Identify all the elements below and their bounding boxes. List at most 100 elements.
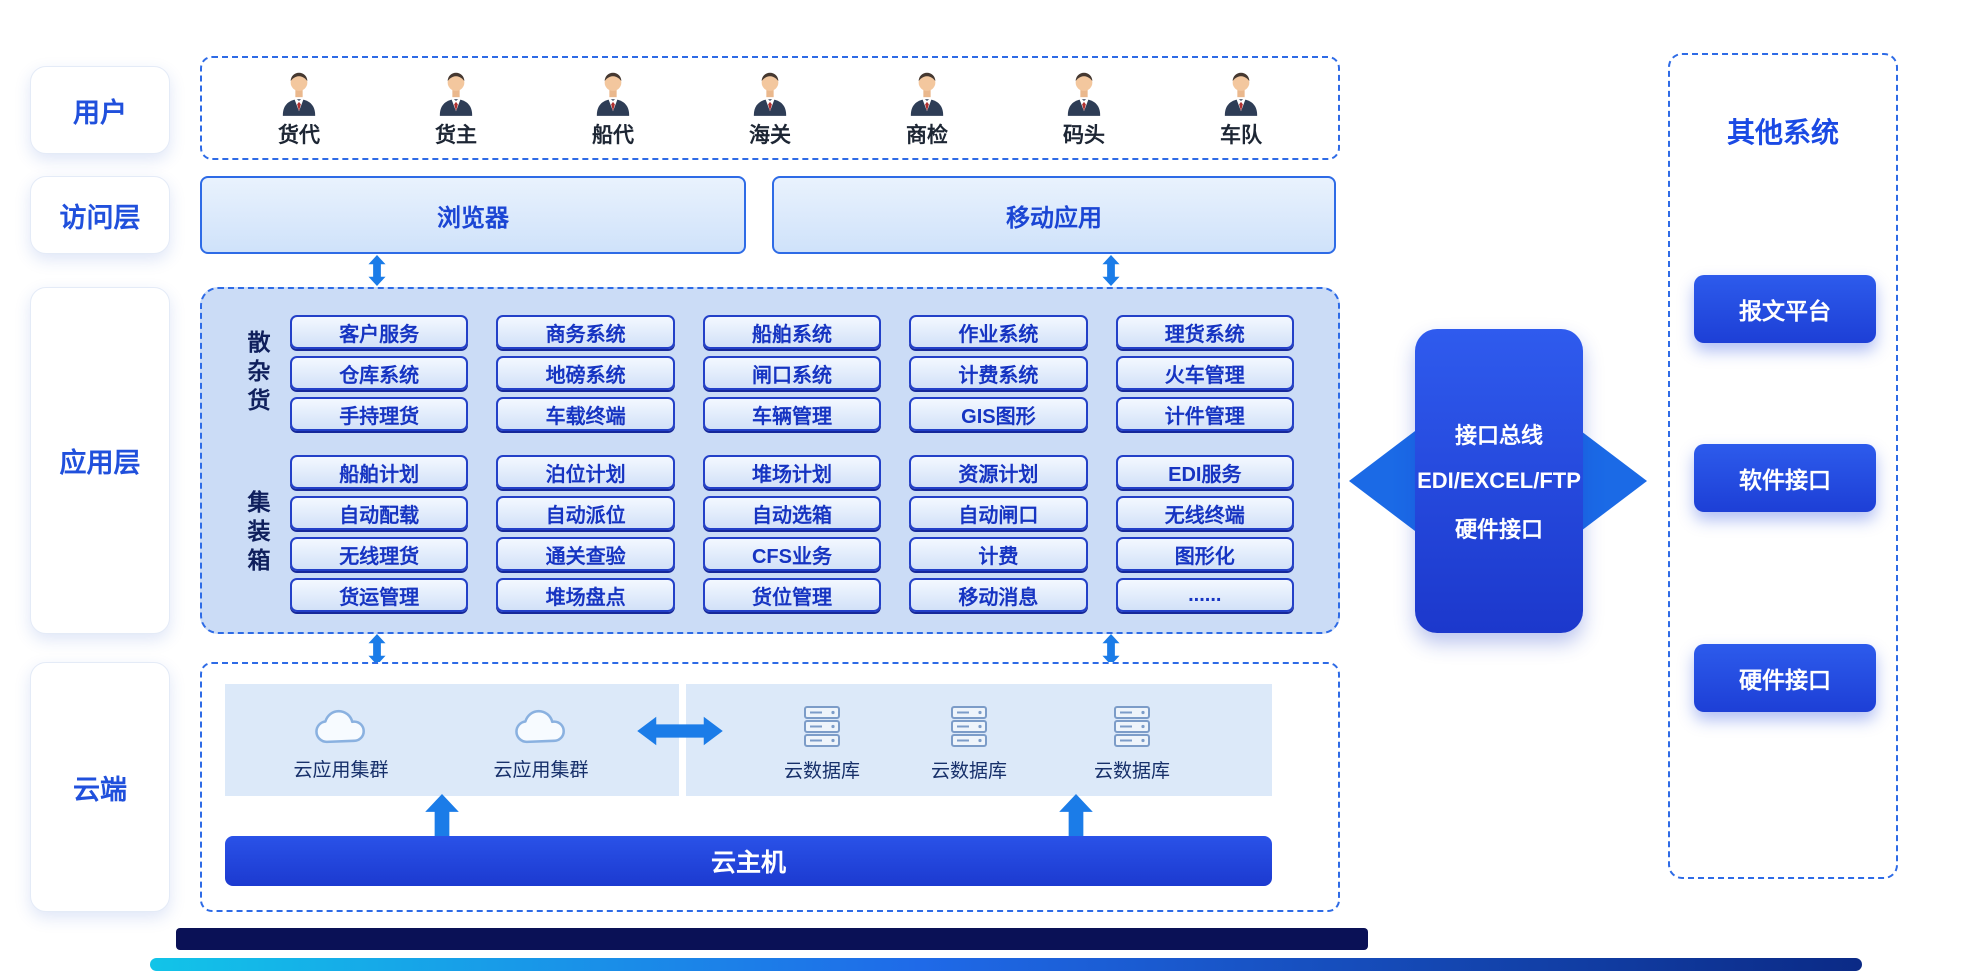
user-label: 商检 [906, 123, 948, 147]
vertical-double-arrow [358, 634, 396, 665]
module-grid: 客户服务 商务系统 船舶系统 作业系统 理货系统 仓库系统 地磅系统 闸口系统 … [290, 315, 1294, 431]
module-chip: 船舶计划 [290, 455, 469, 489]
module-grid: 船舶计划 泊位计划 堆场计划 资源计划 EDI服务 自动配载 自动派位 自动选箱… [290, 455, 1294, 612]
base-navy-bar [176, 928, 1368, 950]
bus-right-arrow-icon [1573, 425, 1647, 537]
module-chip: GIS图形 [909, 397, 1088, 431]
bus-left-arrow-icon [1349, 425, 1423, 537]
module-chip: 无线理货 [290, 537, 469, 571]
module-chip: 自动闸口 [909, 496, 1088, 530]
cloud-panel: 云应用集群 云应用集群 云数据库 云数据库 云数据库 云主机 [200, 662, 1340, 912]
cloud-cluster-label: 云应用集群 [493, 760, 589, 781]
bulk-cargo-section: 散杂货 客户服务 商务系统 船舶系统 作业系统 理货系统 仓库系统 地磅系统 闸… [234, 315, 1294, 431]
user-item: 海关 [727, 68, 813, 149]
vertical-double-arrow [1092, 255, 1130, 286]
hardware-interface-box: 硬件接口 [1694, 644, 1876, 712]
cloud-icon [310, 704, 372, 749]
mobile-app-box: 移动应用 [772, 176, 1336, 254]
module-chip: 作业系统 [909, 315, 1088, 349]
user-label: 车队 [1220, 123, 1262, 147]
group-label-bulk-cargo: 散杂货 [244, 329, 270, 417]
cloud-cluster-strip [225, 684, 679, 796]
module-chip: 计费系统 [909, 356, 1088, 390]
layer-label-cloud: 云端 [30, 662, 170, 912]
application-layer-panel: 散杂货 客户服务 商务系统 船舶系统 作业系统 理货系统 仓库系统 地磅系统 闸… [200, 287, 1340, 634]
user-avatar-icon [430, 68, 482, 118]
module-chip: 货位管理 [702, 578, 882, 612]
module-chip: ...... [1115, 578, 1294, 612]
module-chip: 客户服务 [290, 315, 469, 349]
bus-line: 硬件接口 [1454, 517, 1543, 542]
module-chip: 自动派位 [496, 496, 675, 530]
module-chip: 图形化 [1115, 537, 1294, 571]
cloud-database-item: 云数据库 [752, 704, 892, 783]
module-chip: 移动消息 [909, 578, 1088, 612]
up-arrow [424, 794, 460, 836]
users-panel: 货代 货主 船代 海关 商检 码头 车队 [200, 56, 1340, 160]
user-item: 码头 [1041, 68, 1127, 149]
module-chip: 商务系统 [496, 315, 675, 349]
up-arrow [1058, 794, 1094, 836]
module-chip: 自动配载 [290, 496, 469, 530]
cloud-database-label: 云数据库 [1093, 761, 1170, 782]
other-systems-title: 其他系统 [1726, 117, 1839, 148]
vertical-double-arrow [1092, 634, 1130, 665]
layer-label-users: 用户 [30, 66, 170, 154]
cloud-database-label: 云数据库 [930, 761, 1007, 782]
user-avatar-icon [273, 68, 325, 118]
module-chip: 计费 [909, 537, 1088, 571]
module-chip: 计件管理 [1115, 397, 1294, 431]
module-chip: 仓库系统 [290, 356, 469, 390]
base-gradient-bar [150, 958, 1862, 971]
group-label-container: 集装箱 [244, 490, 270, 577]
module-chip: 泊位计划 [496, 455, 675, 489]
cloud-icon [510, 704, 572, 749]
module-chip: 船舶系统 [702, 315, 882, 349]
user-item: 货主 [413, 68, 499, 149]
module-chip: 货运管理 [290, 578, 469, 612]
cloud-database-item: 云数据库 [899, 704, 1039, 783]
browser-box: 浏览器 [200, 176, 746, 254]
user-label: 货代 [278, 123, 320, 147]
module-chip: 车载终端 [496, 397, 675, 431]
user-item: 货代 [256, 68, 342, 149]
bus-line: 接口总线 [1454, 423, 1543, 448]
module-chip: 资源计划 [909, 455, 1088, 489]
database-icon [1112, 704, 1152, 750]
user-item: 船代 [570, 68, 656, 149]
module-chip: 堆场计划 [702, 455, 882, 489]
user-label: 船代 [592, 123, 634, 147]
module-chip: EDI服务 [1115, 455, 1294, 489]
user-avatar-icon [744, 68, 796, 118]
user-avatar-icon [1058, 68, 1110, 118]
cloud-host-bar: 云主机 [225, 836, 1272, 886]
cloud-database-item: 云数据库 [1062, 704, 1202, 783]
software-interface-box: 软件接口 [1694, 444, 1876, 512]
message-platform-box: 报文平台 [1694, 275, 1876, 343]
module-chip: 火车管理 [1115, 356, 1294, 390]
cloud-database-label: 云数据库 [783, 761, 860, 782]
layer-label-application: 应用层 [30, 287, 170, 634]
bus-line: EDI/EXCEL/FTP [1417, 468, 1581, 493]
module-chip: 通关查验 [496, 537, 675, 571]
user-avatar-icon [901, 68, 953, 118]
module-chip: 手持理货 [290, 397, 469, 431]
layer-label-access: 访问层 [30, 176, 170, 254]
horizontal-double-arrow [636, 712, 724, 750]
interface-bus: 接口总线 EDI/EXCEL/FTP 硬件接口 [1349, 329, 1647, 633]
module-chip: CFS业务 [702, 537, 882, 571]
cloud-cluster-label: 云应用集群 [293, 760, 389, 781]
user-label: 货主 [435, 123, 477, 147]
vertical-double-arrow [358, 255, 396, 286]
module-chip: 车辆管理 [702, 397, 882, 431]
user-item: 商检 [884, 68, 970, 149]
module-chip: 自动选箱 [702, 496, 882, 530]
database-icon [949, 704, 989, 750]
container-section: 集装箱 船舶计划 泊位计划 堆场计划 资源计划 EDI服务 自动配载 自动派位 … [234, 455, 1294, 612]
module-chip: 闸口系统 [702, 356, 882, 390]
interface-bus-box: 接口总线 EDI/EXCEL/FTP 硬件接口 [1415, 329, 1583, 633]
database-icon [802, 704, 842, 750]
user-label: 海关 [749, 123, 791, 147]
module-chip: 地磅系统 [496, 356, 675, 390]
